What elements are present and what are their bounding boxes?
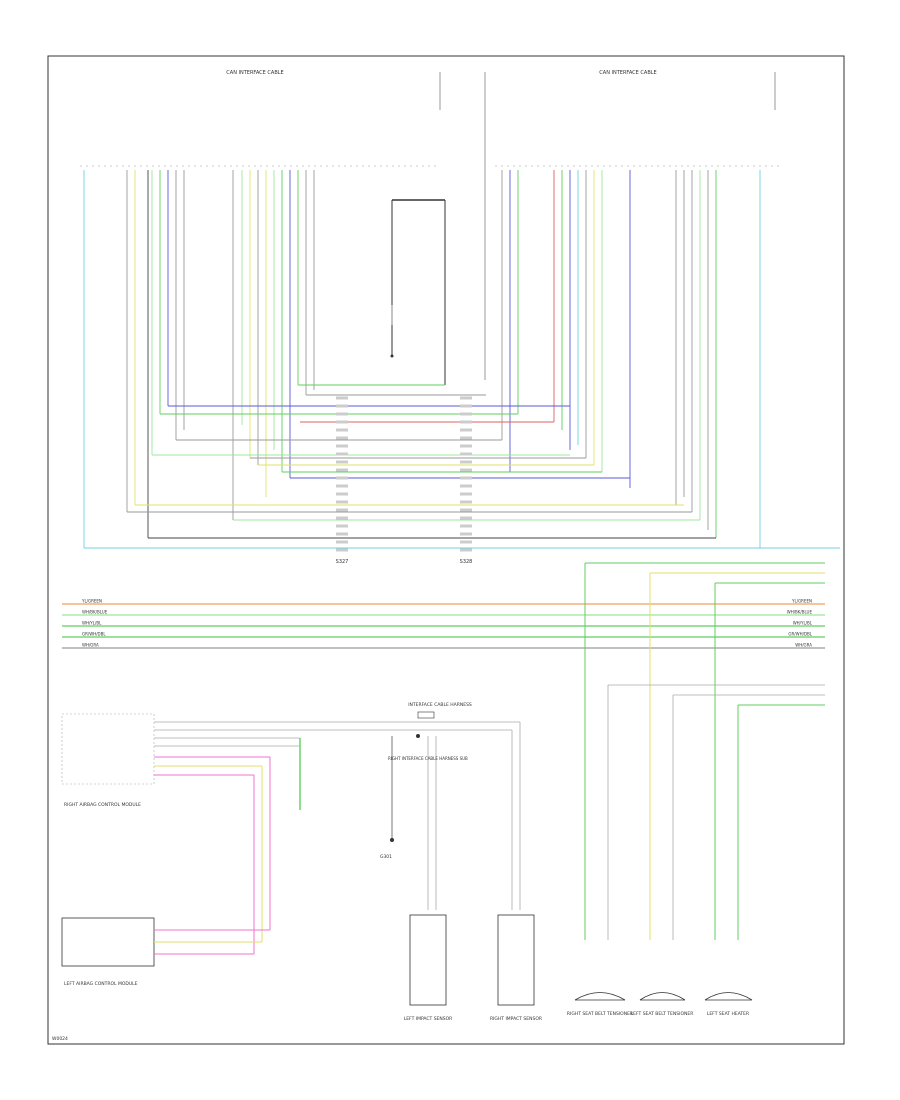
splice-pin <box>336 484 348 488</box>
splice-pin <box>336 524 348 528</box>
splice-pin <box>460 508 472 512</box>
left-airbag-module: LEFT AIRBAG CONTROL MODULE <box>61 917 270 987</box>
center-module <box>318 199 446 386</box>
splice-pin <box>336 436 348 440</box>
splice-pin <box>460 404 472 408</box>
right-airbag-module: RIGHT AIRBAG CONTROL MODULE <box>61 713 420 954</box>
splice-pin <box>460 468 472 472</box>
right-connector-label: CAN INTERFACE CABLE <box>599 70 656 76</box>
wire-bundle <box>83 170 840 549</box>
splice-pin <box>460 428 472 432</box>
right-impact-sensor: RIGHT IMPACT SENSOR <box>490 914 542 1022</box>
splice-pin <box>460 460 472 464</box>
splice-pin <box>336 468 348 472</box>
splice-pin <box>336 444 348 448</box>
bus-label-left: YL/GREEN <box>81 599 102 604</box>
seatbelt-tensioner-right: RIGHT SEAT BELT TENSIONER <box>567 992 633 1017</box>
splice-pin <box>460 396 472 400</box>
splice-pin <box>460 524 472 528</box>
splice-pin <box>336 420 348 424</box>
right-side-drops <box>584 562 825 940</box>
left-sensor-label: LEFT IMPACT SENSOR <box>404 1016 453 1022</box>
splice-pin <box>336 412 348 416</box>
harness-label: INTERFACE CABLE HARNESS <box>408 702 472 708</box>
splice-pin <box>460 436 472 440</box>
splice-pin <box>460 500 472 504</box>
seatbelt-tensioner-left: LEFT SEAT BELT TENSIONER <box>631 992 694 1017</box>
bus-lines: YL/GREEN YL/GREEN WH/BK/BLUE WH/BK/BLUE WH/Y… <box>62 599 825 649</box>
page-id: W0024 <box>52 1036 68 1042</box>
splice-pin <box>336 396 348 400</box>
bus-label-left: WH/YL/BL <box>82 621 102 626</box>
bus-label-right: WH/BK/BLUE <box>787 610 813 615</box>
splice-pin <box>336 460 348 464</box>
splice-pin <box>460 516 472 520</box>
splice-pin <box>460 532 472 536</box>
splice-pin <box>460 492 472 496</box>
bus-label-left: WH/BK/BLUE <box>82 610 108 615</box>
splice-pin <box>336 540 348 544</box>
splice-pin <box>336 476 348 480</box>
splice-pin <box>336 452 348 456</box>
splice-pin <box>336 500 348 504</box>
splice-pin <box>460 548 472 552</box>
splice-pin <box>460 476 472 480</box>
splice-pin <box>336 508 348 512</box>
splice-pin <box>460 452 472 456</box>
splice-right-label: S328 <box>460 559 473 565</box>
sub-harness-label: RIGHT INTERFACE CABLE HARNESS SUB <box>388 756 468 761</box>
bus-label-right: GR/WH/DBL <box>788 632 812 637</box>
bus-label-right: WH/YL/BL <box>793 621 813 626</box>
bus-label-left: WH/GRA <box>82 643 99 648</box>
diagram-frame <box>47 55 845 1045</box>
interface-harness: INTERFACE CABLE HARNESS RIGHT INTERFACE … <box>380 702 521 910</box>
left-impact-sensor: LEFT IMPACT SENSOR <box>404 914 453 1022</box>
splice-pin <box>460 412 472 416</box>
ground-label: G301 <box>380 854 392 860</box>
seat-heater-label: LEFT SEAT HEATER <box>707 1011 749 1017</box>
right-airbag-label: RIGHT AIRBAG CONTROL MODULE <box>64 802 141 808</box>
splice-pin <box>336 516 348 520</box>
splice-rows <box>336 396 472 552</box>
bus-label-right: YL/GREEN <box>791 599 812 604</box>
seat-heater: LEFT SEAT HEATER <box>704 992 753 1017</box>
tensioner-right-label: RIGHT SEAT BELT TENSIONER <box>567 1011 633 1017</box>
splice-pin <box>460 484 472 488</box>
right-sensor-label: RIGHT IMPACT SENSOR <box>490 1016 542 1022</box>
splice-pin <box>336 532 348 536</box>
splice-pin <box>460 420 472 424</box>
bus-label-left: GR/WH/DBL <box>82 632 106 637</box>
bus-label-right: WH/GRA <box>795 643 812 648</box>
splice-pin <box>336 548 348 552</box>
tensioner-left-label: LEFT SEAT BELT TENSIONER <box>631 1011 694 1017</box>
splice-pin <box>336 492 348 496</box>
splice-pin <box>460 540 472 544</box>
splice-left-label: S327 <box>336 559 349 565</box>
splice-pin <box>460 444 472 448</box>
left-connector-label: CAN INTERFACE CABLE <box>226 70 283 76</box>
left-airbag-label: LEFT AIRBAG CONTROL MODULE <box>64 981 138 987</box>
splice-pin <box>336 428 348 432</box>
splice-pin <box>336 404 348 408</box>
